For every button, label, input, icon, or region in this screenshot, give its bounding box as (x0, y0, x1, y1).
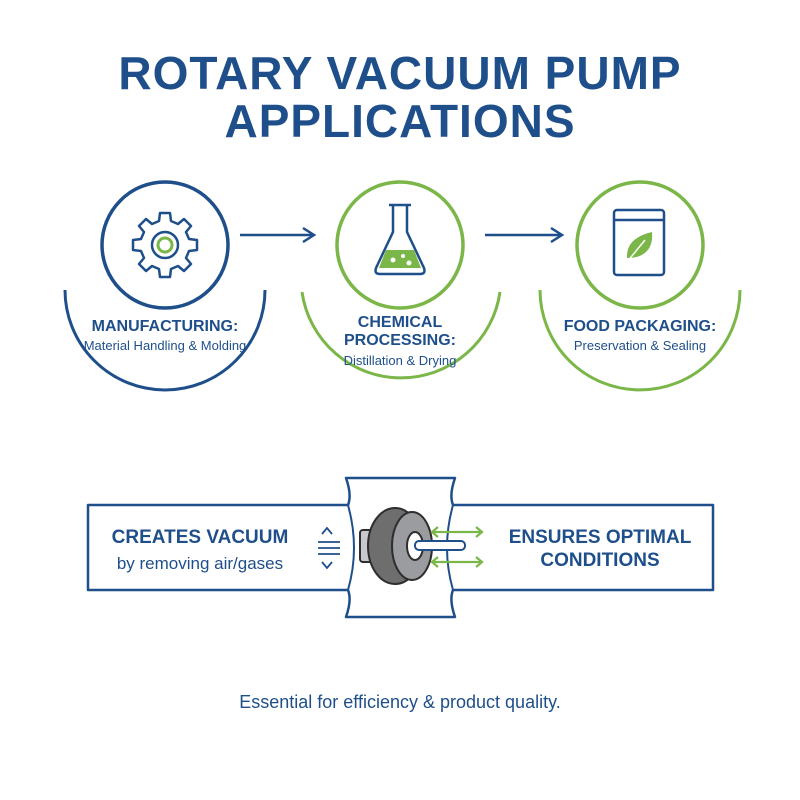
chemical-heading-line-2: PROCESSING: (343, 332, 456, 350)
rotary-pump-icon (359, 507, 466, 585)
manufacturing-heading: MANUFACTURING: (91, 318, 239, 335)
food-packaging-card (538, 180, 742, 392)
creates-vacuum-subheading: by removing air/gases (116, 553, 284, 573)
chemical-label: CHEMICAL PROCESSING: Distillation & Dryi… (300, 314, 500, 369)
inflow-arrows-icon (318, 526, 340, 570)
page-title-line-2: APPLICATIONS (224, 95, 576, 147)
footer-tagline: Essential for efficiency & product quali… (239, 692, 561, 712)
creates-vacuum-text: CREATES VACUUM by removing air/gases (95, 527, 305, 574)
chemical-arc (300, 291, 502, 380)
flow-arrow-1 (240, 226, 317, 244)
optimal-conditions-heading-line-1: ENSURES OPTIMAL (508, 527, 692, 548)
outflow-arrows-icon (430, 526, 484, 568)
manufacturing-arc (63, 289, 267, 392)
food-packaging-heading: FOOD PACKAGING: (563, 318, 717, 335)
optimal-conditions-heading-line-2: CONDITIONS (540, 549, 660, 571)
food-packaging-label: FOOD PACKAGING: Preservation & Sealing (540, 318, 740, 354)
manufacturing-subheading: Material Handling & Molding (83, 338, 247, 354)
food-packaging-icon-ring (575, 180, 705, 310)
chemical-card (300, 180, 502, 380)
pump-panel (86, 476, 715, 619)
food-packaging-arc (538, 289, 742, 392)
creates-vacuum-heading: CREATES VACUUM (111, 527, 289, 548)
manufacturing-card (63, 180, 267, 392)
food-packaging-subheading: Preservation & Sealing (573, 338, 707, 354)
food-bag-icon (612, 208, 666, 277)
page-title-line-1: ROTARY VACUUM PUMP (118, 47, 682, 99)
pump-panel-frame (86, 476, 715, 619)
flask-icon (374, 203, 426, 276)
chemical-heading-line-1: CHEMICAL (357, 314, 443, 331)
gear-icon (131, 211, 199, 279)
flow-arrow-2 (485, 226, 565, 244)
manufacturing-label: MANUFACTURING: Material Handling & Moldi… (65, 318, 265, 354)
chemical-icon-ring (335, 180, 465, 310)
chemical-subheading: Distillation & Drying (343, 352, 457, 368)
optimal-conditions-text: ENSURES OPTIMAL CONDITIONS (490, 527, 710, 573)
manufacturing-icon-ring (100, 180, 230, 310)
